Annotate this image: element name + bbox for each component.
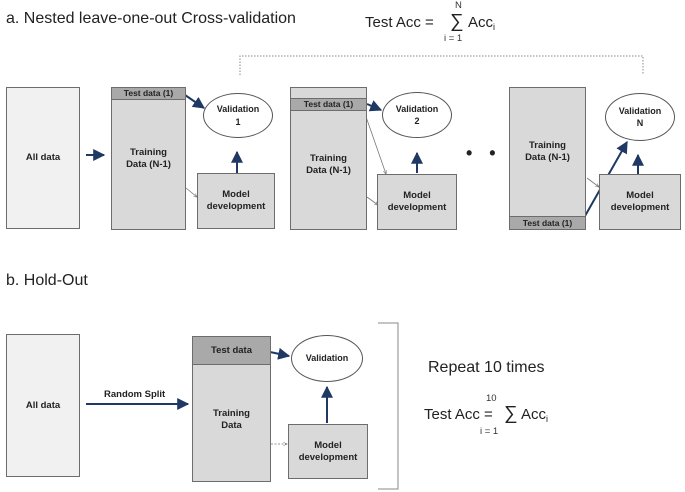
fold1-model-label-line2: development xyxy=(206,201,266,212)
holdout-summation-icon: ∑ xyxy=(504,403,518,424)
holdout-formula-upper-limit: 10 xyxy=(486,393,497,404)
holdout-model-label-line1: Model xyxy=(314,439,342,451)
fold2-test-to-model-arrow xyxy=(363,110,386,174)
repeat-bracket xyxy=(378,322,399,490)
all-data-box-b: All data xyxy=(6,334,80,477)
fold1-validation-node: Validation 1 xyxy=(203,93,273,138)
fold2-validation-node: Validation 2 xyxy=(382,92,452,138)
holdout-formula-term: Acci xyxy=(521,406,549,424)
foldN-model-label-line2: development xyxy=(610,202,670,213)
holdout-test-data-box: Test data xyxy=(192,336,271,365)
holdout-training-label-line1: Training xyxy=(213,408,250,420)
loo-accuracy-formula: Test Acc = N ∑ i = 1 Acci xyxy=(365,0,535,46)
foldN-training-label-line1: Training xyxy=(529,139,566,151)
fold2-validation-label: Validation xyxy=(395,103,439,114)
formula-lower-limit: i = 1 xyxy=(444,33,463,44)
foldN-validation-index: N xyxy=(636,118,644,128)
fold2-test-data-strip: Test data (1) xyxy=(290,98,367,111)
fold1-validation-index: 1 xyxy=(235,116,241,127)
fold1-train-to-model-arrow xyxy=(185,187,197,197)
fold2-train-to-model-arrow xyxy=(366,196,378,205)
foldN-validation-label: Validation xyxy=(618,105,662,116)
fold1-training-label-line2: Data (N-1) xyxy=(126,158,171,170)
random-split-label: Random Split xyxy=(104,389,166,400)
holdout-accuracy-formula: Test Acc = 10 ∑ i = 1 Acci xyxy=(424,392,594,440)
all-data-box-a: All data xyxy=(6,87,80,229)
fold2-test-to-validation-arrow xyxy=(366,100,383,112)
holdout-model-development-box: Model development xyxy=(288,424,368,479)
fold1-model-label-line1: Model xyxy=(222,189,250,201)
fold2-training-label-line2: Data (N-1) xyxy=(306,164,351,176)
folds-ellipsis: • • • xyxy=(466,143,525,163)
fold1-test-to-validation-arrow xyxy=(184,94,205,109)
foldN-validation-node: Validation N xyxy=(605,93,675,141)
fold1-training-label-line1: Training xyxy=(130,146,167,158)
foldN-model-label-line1: Model xyxy=(626,190,654,202)
formula-upper-limit: N xyxy=(455,0,462,11)
foldN-training-label-line2: Data (N-1) xyxy=(525,151,570,163)
fold1-test-data-strip: Test data (1) xyxy=(111,87,186,100)
aggregation-bracket xyxy=(239,55,644,75)
holdout-test-to-validation-arrow xyxy=(269,347,291,360)
formula-term: Acci xyxy=(468,14,496,32)
fold1-validation-label: Validation xyxy=(216,104,260,115)
holdout-formula-lower-limit: i = 1 xyxy=(480,426,499,437)
fold2-training-label-line1: Training xyxy=(310,152,347,164)
holdout-validation-node: Validation xyxy=(291,335,363,382)
foldN-model-development-box: Model development xyxy=(599,174,681,230)
fold2-model-development-box: Model development xyxy=(377,174,457,230)
holdout-formula-lhs: Test Acc = xyxy=(424,406,493,423)
fold2-model-label-line2: development xyxy=(387,202,447,213)
formula-lhs: Test Acc = xyxy=(365,14,434,31)
fold2-model-label-line1: Model xyxy=(403,190,431,202)
fold1-model-development-box: Model development xyxy=(197,173,275,229)
fold1-training-box: Training Data (N-1) xyxy=(111,87,186,230)
section-a-heading: a. Nested leave-one-out Cross-validation xyxy=(6,10,296,27)
summation-icon: ∑ xyxy=(450,11,464,32)
section-b-heading: b. Hold-Out xyxy=(6,272,88,289)
foldN-train-to-model-arrow xyxy=(586,177,599,187)
holdout-model-label-line2: development xyxy=(298,451,358,463)
repeat-label: Repeat 10 times xyxy=(428,359,545,376)
fold2-validation-index: 2 xyxy=(414,116,420,126)
foldN-training-box: Training Data (N-1) xyxy=(509,87,586,230)
holdout-training-label-line2: Data xyxy=(221,420,242,431)
foldN-test-data-strip: Test data (1) xyxy=(509,216,586,230)
